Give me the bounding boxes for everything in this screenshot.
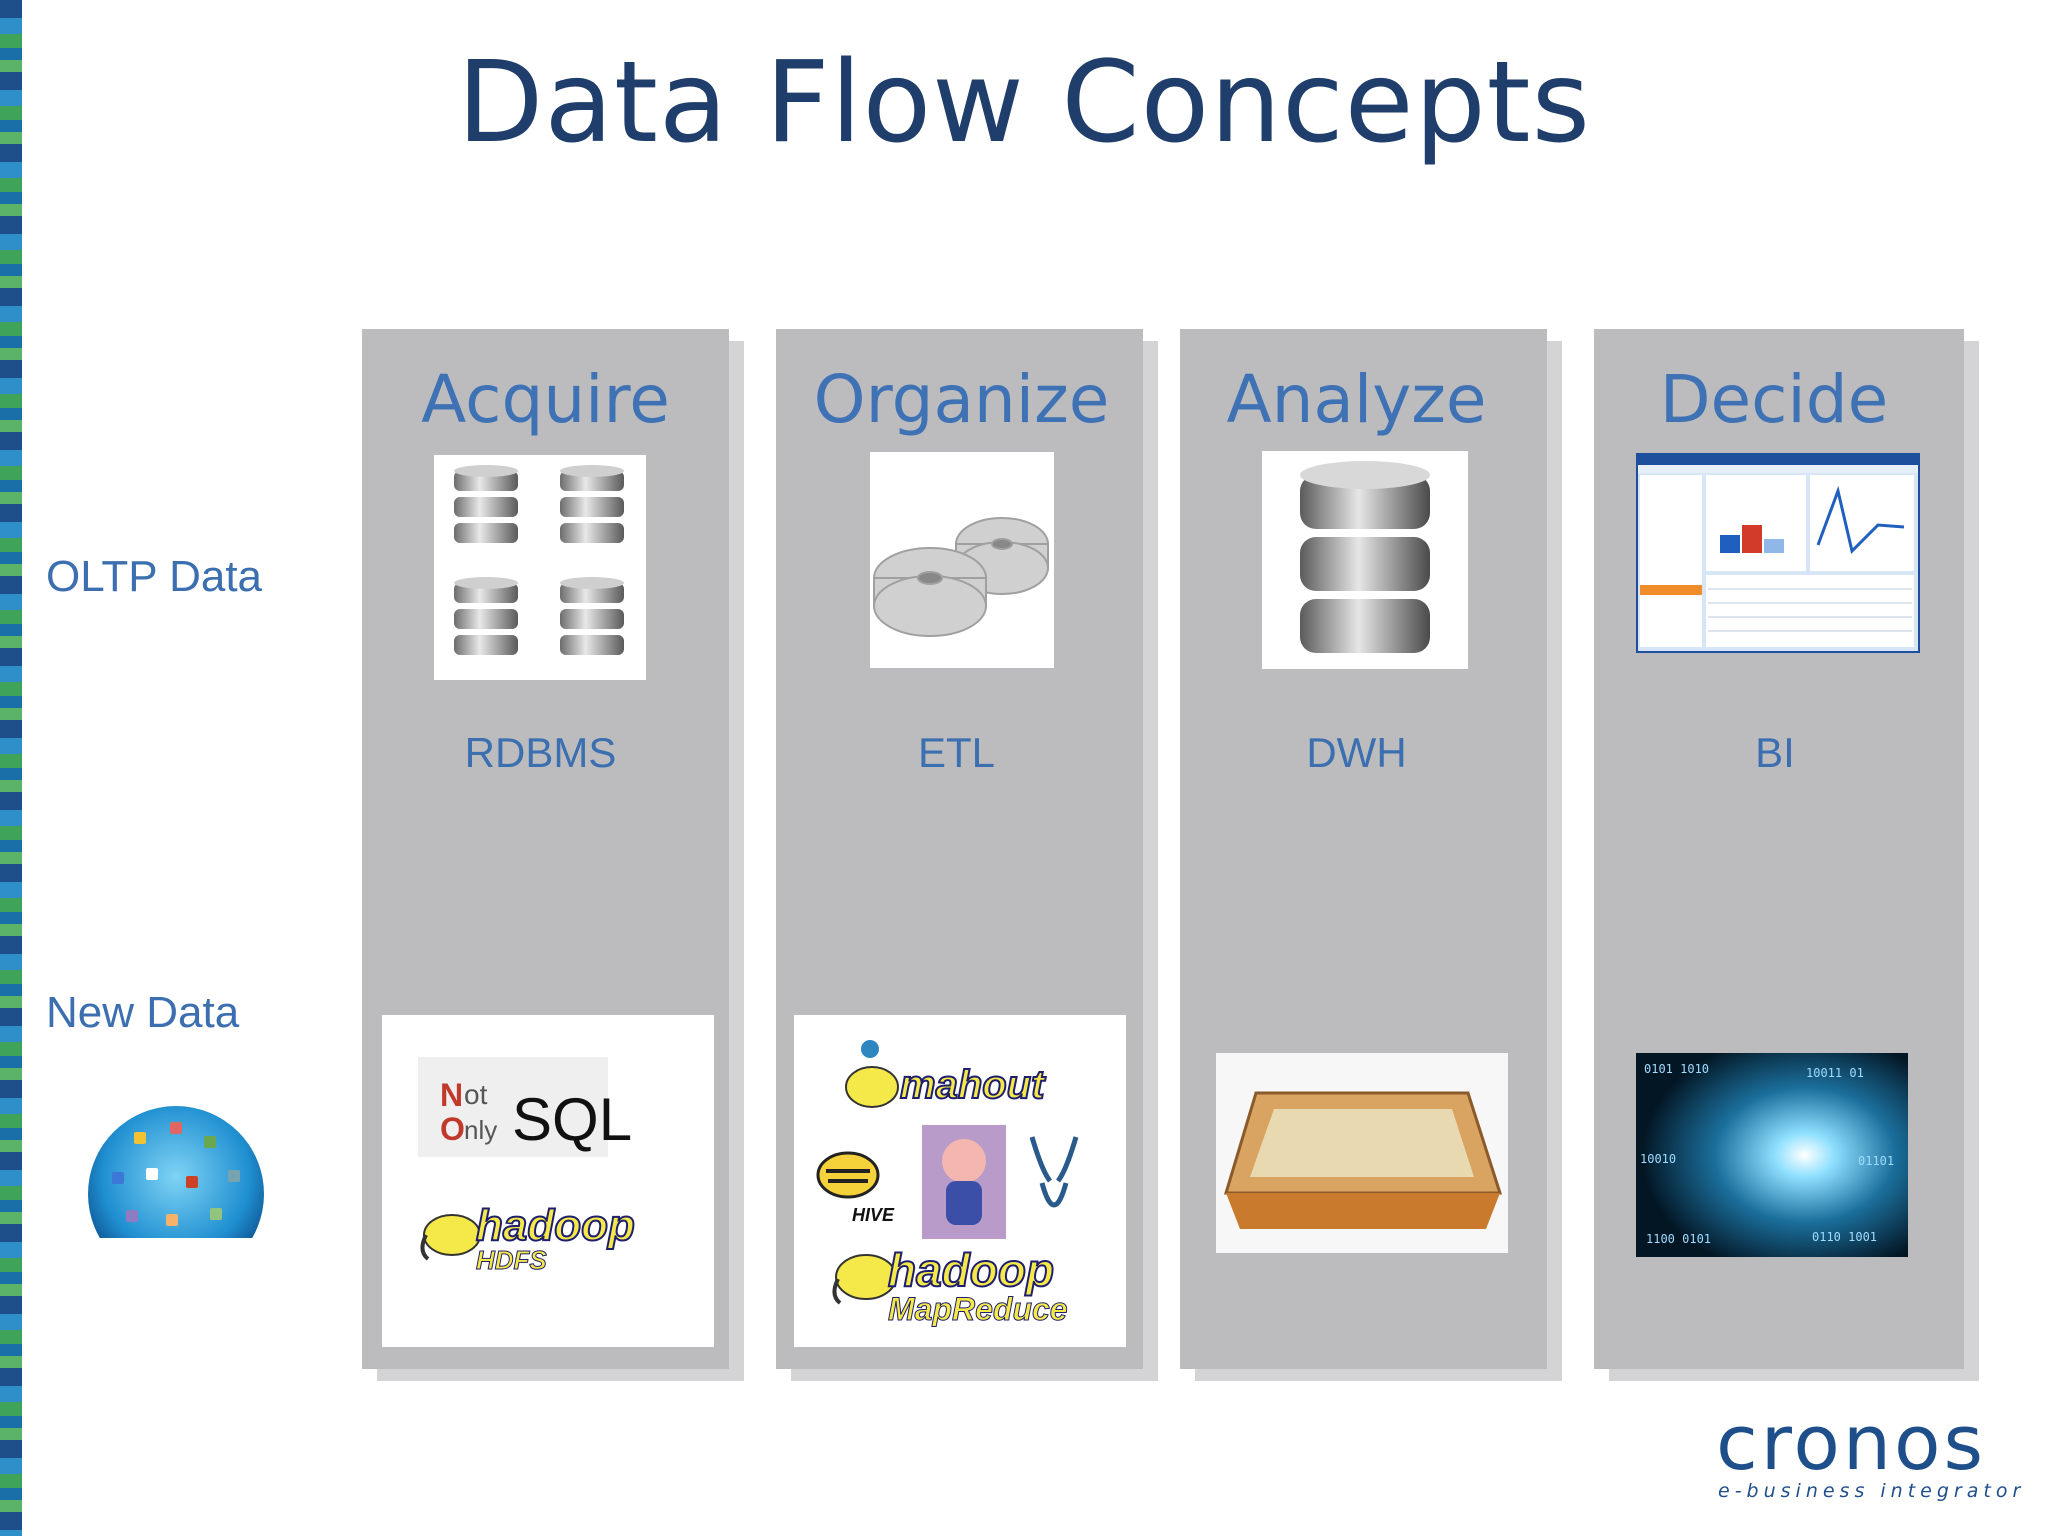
mahout-wordmark: mahout <box>899 1062 1045 1108</box>
mahout-logo: mahout <box>842 1037 1052 1117</box>
sandbox-image <box>1216 1053 1508 1253</box>
nosql-ot: ot <box>464 1079 488 1110</box>
column-decide: Decide BI <box>1594 329 1964 1369</box>
svg-text:1100 0101: 1100 0101 <box>1646 1232 1711 1246</box>
column-heading: Organize <box>813 361 1110 438</box>
column-acquire: Acquire <box>362 329 729 1369</box>
nosql-sql: SQL <box>512 1086 633 1153</box>
social-globe-icon <box>88 1106 264 1238</box>
cronos-logo-wordmark: cronos <box>1716 1398 1987 1487</box>
mapreduce-wordmark: MapReduce <box>888 1291 1069 1328</box>
nosql-logo: N ot O nly SQL <box>418 1057 632 1157</box>
hadoop-hdfs-logo: hadoop HDFS <box>418 1200 658 1281</box>
column-subtitle: RDBMS <box>464 729 617 776</box>
column-subtitle: DWH <box>1306 729 1407 776</box>
hadoop-elephant-icon <box>832 1254 897 1305</box>
bi-dashboard-screenshot <box>1636 453 1920 653</box>
column-heading: Acquire <box>421 361 670 438</box>
data-warehouse-icon <box>1262 451 1468 669</box>
svg-text:10011 01: 10011 01 <box>1806 1066 1864 1080</box>
hive-bee-icon <box>816 1151 880 1199</box>
pig-logo <box>922 1125 1006 1239</box>
decorative-side-stripe <box>0 0 22 1536</box>
column-heading: Decide <box>1659 361 1889 438</box>
svg-text:0101 1010: 0101 1010 <box>1644 1062 1709 1076</box>
antelope-logo <box>1022 1131 1086 1231</box>
column-subtitle: ETL <box>917 729 996 776</box>
nosql-o: O <box>440 1111 465 1147</box>
hadoop-elephant-icon <box>420 1214 481 1261</box>
svg-text:01101: 01101 <box>1858 1154 1894 1168</box>
column-organize: Organize ETL mahout <box>776 329 1143 1369</box>
hadoop-mapreduce-logo: hadoop MapReduce <box>830 1243 1090 1335</box>
hadoop-wordmark: hadoop <box>887 1243 1055 1297</box>
binary-tunnel-image: 0101 1010 10011 01 1100 0101 0110 1001 100… <box>1636 1053 1908 1257</box>
hadoop-wordmark: hadoop <box>475 1200 636 1251</box>
hive-logo: HIVE <box>812 1145 904 1233</box>
mahout-rider-icon <box>845 1040 899 1108</box>
cronos-tagline: e-business integrator <box>1718 1480 2026 1502</box>
gears-icon <box>870 452 1054 668</box>
svg-text:0110 1001: 0110 1001 <box>1812 1230 1877 1244</box>
hdfs-wordmark: HDFS <box>476 1245 548 1276</box>
column-analyze: Analyze DWH <box>1180 329 1547 1369</box>
new-data-card-acquire: N ot O nly SQL hadoop HDFS <box>382 1015 714 1347</box>
row-label-new: New Data <box>46 988 240 1037</box>
nosql-nly: nly <box>464 1115 498 1145</box>
svg-text:10010: 10010 <box>1640 1152 1676 1166</box>
column-heading: Analyze <box>1226 361 1487 438</box>
column-subtitle: BI <box>1755 729 1795 776</box>
slide-title: Data Flow Concepts <box>457 38 1591 168</box>
nosql-n: N <box>440 1077 464 1113</box>
new-data-card-organize: mahout HIVE hadoop MapR <box>794 1015 1126 1347</box>
database-stack-icon <box>434 455 646 680</box>
hive-wordmark: HIVE <box>852 1205 895 1225</box>
row-label-oltp: OLTP Data <box>46 552 263 601</box>
